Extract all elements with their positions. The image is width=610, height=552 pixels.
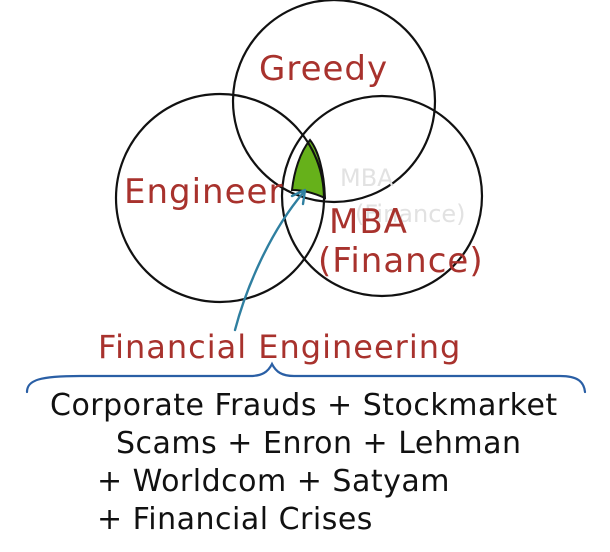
mba-finance-label: (Finance) — [318, 241, 484, 281]
caption-line-4: + Financial Crises — [97, 502, 373, 537]
faint-finance-text: (Finance) — [355, 200, 466, 228]
caption-line-2: Scams + Enron + Lehman — [116, 426, 522, 461]
triple-overlap-region — [290, 138, 327, 200]
mba-finance-circle — [280, 94, 484, 298]
curly-brace — [25, 361, 587, 394]
caption-line-3: + Worldcom + Satyam — [97, 464, 450, 499]
faint-mba-text: MBA — [340, 164, 394, 192]
greedy-label: Greedy — [259, 49, 388, 89]
caption-line-1: Corporate Frauds + Stockmarket — [50, 388, 558, 423]
mba-label: MBA — [329, 202, 408, 242]
arrow-head — [290, 188, 307, 206]
engineer-label: Engineer — [124, 172, 283, 212]
financial-engineering-title: Financial Engineering — [98, 328, 462, 366]
pointer-arrow — [233, 191, 305, 332]
greedy-circle — [231, 0, 437, 204]
engineer-circle — [114, 92, 326, 304]
